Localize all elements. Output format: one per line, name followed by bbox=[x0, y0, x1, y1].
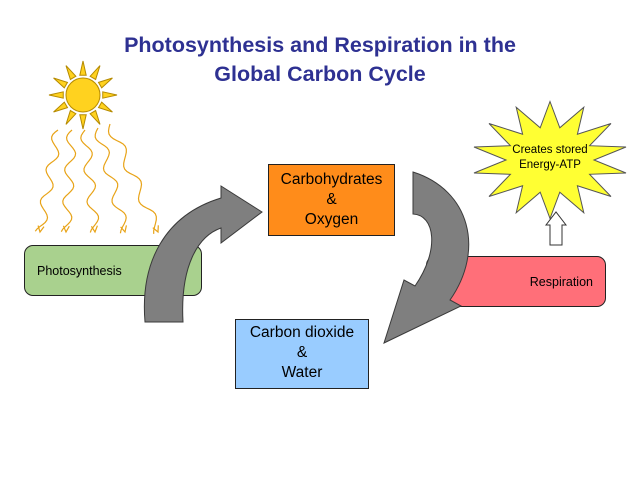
light-ray-icon bbox=[34, 129, 60, 232]
sun-ray-icon bbox=[89, 109, 101, 125]
light-ray-icon bbox=[60, 129, 77, 232]
title-line-2: Global Carbon Cycle bbox=[214, 62, 426, 86]
sun-icon bbox=[48, 60, 118, 130]
sun-ray-icon bbox=[97, 77, 113, 89]
carbon-dioxide-water-box: Carbon dioxide & Water bbox=[235, 319, 369, 389]
page-title: Photosynthesis and Respiration in the Gl… bbox=[60, 31, 580, 89]
title-line-1: Photosynthesis and Respiration in the bbox=[124, 33, 516, 57]
sun-ray-icon bbox=[65, 65, 77, 81]
carbohydrates-oxygen-box: Carbohydrates & Oxygen bbox=[268, 164, 395, 236]
sun-ray-icon bbox=[53, 77, 69, 89]
energy-starburst-icon bbox=[473, 100, 627, 220]
light-ray-arrowhead-icon bbox=[90, 225, 98, 234]
carbohydrates-line-3: Oxygen bbox=[304, 211, 359, 228]
sun-ray-icon bbox=[97, 101, 113, 113]
sun-ray-icon bbox=[89, 65, 101, 81]
energy-label: Creates stored Energy-ATP bbox=[485, 143, 615, 173]
energy-up-arrow-icon bbox=[544, 211, 568, 246]
left-cycle-arrow-icon bbox=[143, 185, 263, 323]
sun-ray-icon bbox=[102, 91, 118, 99]
sun-ray-icon bbox=[79, 60, 87, 76]
carbohydrates-line-2: & bbox=[326, 191, 337, 208]
sun-ray-icon bbox=[53, 101, 69, 113]
light-rays-icon bbox=[34, 123, 159, 234]
carbon-dioxide-line-3: Water bbox=[281, 364, 323, 381]
light-ray-icon bbox=[107, 123, 157, 234]
respiration-text: Respiration bbox=[529, 274, 593, 289]
carbohydrates-line-1: Carbohydrates bbox=[280, 171, 383, 188]
light-ray-arrowhead-icon bbox=[152, 225, 159, 234]
sun-ray-icon bbox=[65, 109, 77, 125]
light-ray-arrowhead-icon bbox=[120, 225, 127, 234]
light-ray-arrowhead-icon bbox=[37, 225, 45, 234]
light-ray-icon bbox=[80, 129, 100, 233]
sun-ray-icon bbox=[48, 91, 64, 99]
sun-ray-icon bbox=[79, 114, 87, 130]
carbon-dioxide-line-1: Carbon dioxide bbox=[249, 324, 355, 341]
energy-line-1: Creates stored bbox=[512, 144, 588, 156]
light-ray-icon bbox=[94, 127, 127, 234]
light-ray-arrowhead-icon bbox=[62, 225, 70, 234]
photosynthesis-text: Photosynthesis bbox=[37, 263, 122, 278]
right-cycle-arrow-icon bbox=[383, 171, 470, 344]
carbon-dioxide-line-2: & bbox=[296, 344, 308, 361]
energy-line-2: Energy-ATP bbox=[519, 159, 581, 171]
